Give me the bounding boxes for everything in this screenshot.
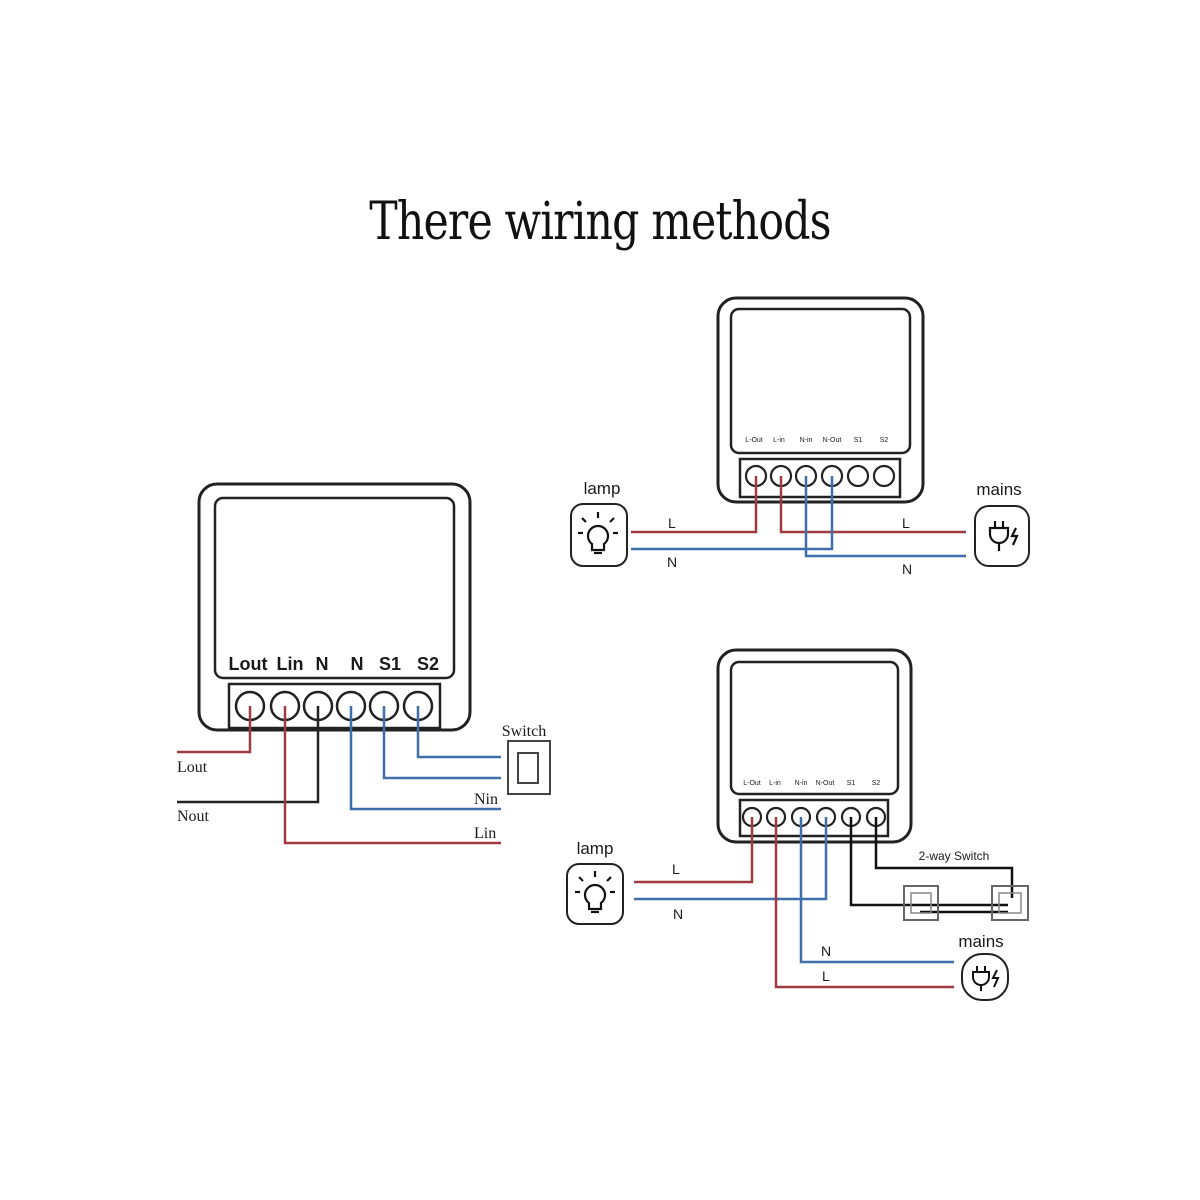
terminal-label-l-in: L-in [769,780,781,787]
mains-label: mains [976,480,1021,499]
relay-module-body [716,296,925,504]
relay-module-body [716,648,913,844]
lamp-box [566,863,624,925]
wire-mains-l [779,476,966,534]
terminal-label-lin: Lin [277,654,304,674]
mains-box [961,953,1009,1001]
wire-s2 [416,706,501,759]
wire-nout [177,706,320,804]
terminal-label-n2: N [351,654,364,674]
relay-module-face [213,496,456,680]
terminal-screws [741,806,887,828]
terminal-screws [234,690,434,722]
two-way-switch-right-icon [991,885,1029,921]
relay-module-face [729,307,912,455]
terminal-label-s1: S1 [847,780,856,787]
lightbulb-icon [578,512,618,555]
terminal-label-s2: S2 [872,780,881,787]
wall-switch-icon [507,740,551,795]
wire-label-mains-n: N [821,943,831,959]
wire-label-nout: Nout [177,808,210,825]
two-way-switch-left-icon [903,885,939,921]
wire-lout [177,706,252,754]
terminal-label-n-out: N-Out [816,780,835,787]
terminal-label-l-out: L-Out [743,780,761,787]
wire-label-lout: Lout [177,759,208,776]
diagram-left: Lout Lin N N S1 S2 Switch [177,482,551,845]
wire-mains-l [774,817,954,989]
mains-label: mains [958,932,1003,951]
wire-label-mains-l: L [822,968,830,984]
page-title: There wiring methods [369,192,831,252]
wire-lamp-l [631,476,758,534]
terminal-label-l-in: L-in [773,437,785,444]
two-way-switch-label: 2-way Switch [919,849,990,863]
wire-lin [283,706,501,845]
relay-module-face [729,660,900,796]
terminal-label-s2: S2 [880,437,889,444]
wire-lamp-n [631,476,834,551]
terminal-label-s1: S1 [379,654,401,674]
wire-lamp-n [634,817,828,901]
diagram-bottom: L-Out L-in N-in N-Out S1 S2 [566,648,1029,1001]
wire-label-lamp-n: N [673,906,683,922]
terminal-screws [744,464,896,488]
wire-s1 [382,706,501,780]
wire-label-mains-n: N [902,561,912,577]
mains-box [974,505,1030,567]
terminal-label-lout: Lout [229,654,268,674]
wire-label-lamp-n: N [667,554,677,570]
wire-nin [349,706,501,811]
terminal-label-s1: S1 [854,437,863,444]
relay-module-body [197,482,472,732]
lamp-label: lamp [577,839,614,858]
terminal-block [738,457,902,499]
terminal-label-n1: N [316,654,329,674]
wire-label-mains-l: L [902,515,910,531]
switch-label: Switch [502,723,546,740]
terminal-label-n-out: N-Out [823,437,842,444]
lamp-label: lamp [584,479,621,498]
power-plug-icon [972,966,1000,991]
wire-label-lin: Lin [474,825,496,842]
wire-mains-n [804,476,966,558]
terminal-label-s2: S2 [417,654,439,674]
wire-lamp-l [634,817,754,884]
lightbulb-icon [575,871,615,914]
wire-s2 [874,817,1014,898]
terminal-block [227,682,442,730]
terminal-block [738,798,890,838]
wire-s1 [849,817,1008,907]
power-plug-icon [988,521,1019,551]
lamp-box [570,503,628,567]
terminal-label-n-in: N-in [800,437,813,444]
wire-label-lamp-l: L [672,861,680,877]
terminal-label-l-out: L-Out [745,437,763,444]
wire-label-nin: Nin [474,791,498,808]
wire-label-lamp-l: L [668,515,676,531]
wire-mains-n [799,817,954,964]
terminal-label-n-in: N-in [795,780,808,787]
diagram-top: L-Out L-in N-in N-Out S1 S2 [570,296,1030,577]
